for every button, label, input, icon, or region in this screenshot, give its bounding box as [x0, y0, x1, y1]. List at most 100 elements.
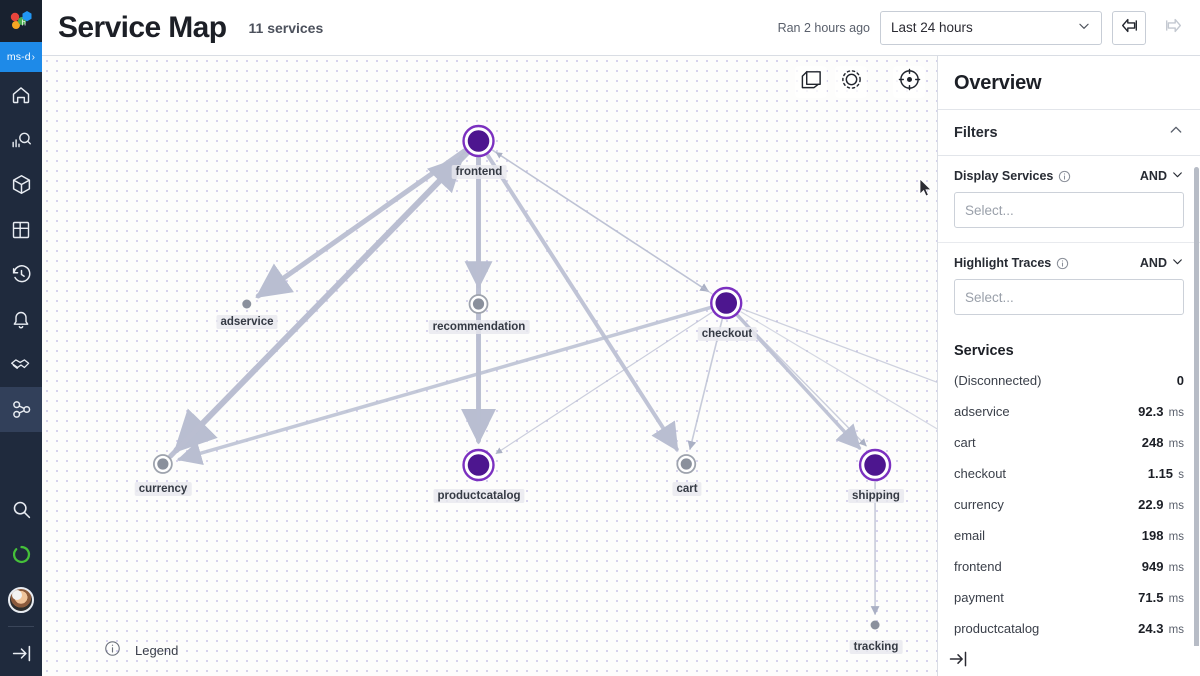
filters-section-toggle[interactable]: Filters [938, 109, 1200, 156]
graph-node-tracking[interactable] [870, 620, 880, 630]
graph-edge[interactable] [255, 148, 468, 299]
service-latency: 198 ms [1141, 528, 1184, 543]
graph-edge[interactable] [168, 156, 464, 459]
service-name: adservice [954, 404, 1010, 419]
clock-history-icon [11, 264, 32, 285]
legend-toggle[interactable]: Legend [104, 640, 178, 660]
info-circle-icon[interactable] [1056, 257, 1069, 270]
sidebar-item-status[interactable] [0, 532, 42, 577]
graph-nodes[interactable] [152, 124, 892, 630]
history-back-button[interactable] [1112, 10, 1146, 45]
rail-bottom-group [0, 487, 42, 676]
honeycomb-logo[interactable]: h [0, 0, 42, 42]
sidebar-item-service-map[interactable] [0, 387, 42, 432]
service-row[interactable]: adservice 92.3 ms [938, 396, 1200, 427]
graph-node-recommendation[interactable] [468, 294, 489, 314]
sidebar-item-datasets[interactable] [0, 162, 42, 207]
highlight-traces-input[interactable]: Select... [954, 279, 1184, 315]
service-name: checkout [954, 466, 1007, 481]
panel-scroll-region[interactable]: Filters Display Services [938, 109, 1200, 676]
graph-edge[interactable] [740, 311, 937, 430]
graph-edge[interactable] [485, 153, 679, 452]
fit-to-view-button[interactable] [795, 66, 827, 98]
display-services-input[interactable]: Select... [954, 192, 1184, 228]
display-services-operator[interactable]: AND [1140, 168, 1184, 184]
graph-node-frontend[interactable] [462, 124, 495, 158]
sidebar-item-slos[interactable] [0, 342, 42, 387]
service-latency: 24.3 ms [1138, 621, 1184, 636]
graph-node-label[interactable]: frontend [451, 165, 507, 179]
graph-edge[interactable] [176, 305, 712, 466]
graph-svg[interactable] [42, 56, 937, 676]
sidebar-item-query[interactable] [0, 117, 42, 162]
service-latency: 22.9 ms [1138, 497, 1184, 512]
graph-node-label[interactable]: cart [672, 482, 702, 496]
service-latency: 248 ms [1141, 435, 1184, 450]
graph-node-currency[interactable] [152, 454, 173, 474]
highlight-traces-operator[interactable]: AND [1140, 255, 1184, 271]
sidebar-item-account[interactable] [0, 577, 42, 622]
service-row[interactable]: (Disconnected)0 [938, 365, 1200, 396]
history-forward-icon [1164, 17, 1183, 39]
sidebar-item-home[interactable] [0, 72, 42, 117]
graph-node-label[interactable]: checkout [697, 327, 757, 341]
service-latency: 1.15 s [1147, 466, 1184, 481]
cube-icon [11, 174, 32, 195]
graph-node-shipping[interactable] [858, 448, 892, 482]
collapse-panel-button[interactable] [948, 649, 968, 674]
graph-node-label[interactable]: recommendation [428, 320, 530, 334]
graph-node-label[interactable]: tracking [849, 640, 903, 654]
graph-node-label[interactable]: currency [134, 482, 192, 496]
sidebar-item-triggers[interactable] [0, 297, 42, 342]
panel-scrollbar[interactable] [1194, 167, 1199, 676]
relayout-button[interactable] [835, 66, 867, 98]
sidebar-item-boards[interactable] [0, 207, 42, 252]
handshake-icon [10, 356, 32, 374]
service-row[interactable]: checkout 1.15 s [938, 458, 1200, 489]
info-circle-icon[interactable] [1058, 170, 1071, 183]
chevron-down-icon [1171, 168, 1184, 184]
header-controls: Ran 2 hours ago Last 24 hours [778, 10, 1200, 45]
graph-node-checkout[interactable] [710, 286, 743, 320]
sidebar-item-history[interactable] [0, 252, 42, 297]
collapse-rail-button[interactable] [0, 631, 42, 676]
time-range-select[interactable]: Last 24 hours [880, 10, 1102, 45]
graph-node-cart[interactable] [676, 454, 697, 474]
graph-edge[interactable] [741, 308, 937, 383]
history-back-icon [1120, 17, 1139, 39]
magnifier-icon [11, 499, 32, 520]
green-ring-icon [11, 544, 32, 565]
filter-label-row: Display Services AND [954, 168, 1184, 184]
service-name: (Disconnected) [954, 373, 1042, 388]
graph-node-label[interactable]: shipping [848, 489, 904, 503]
service-latency: 92.3 ms [1138, 404, 1184, 419]
graph-edge[interactable] [687, 318, 723, 450]
operator-value: AND [1139, 169, 1167, 183]
graph-edge[interactable] [495, 151, 713, 295]
graph-edge[interactable] [737, 314, 867, 447]
graph-edge[interactable] [495, 311, 713, 455]
history-forward-button[interactable] [1156, 10, 1190, 45]
collapse-right-icon [11, 643, 32, 664]
service-map-canvas[interactable]: frontend adservice recommendation checkout c… [42, 56, 937, 676]
graph-node-label[interactable]: productcatalog [433, 489, 525, 503]
recenter-button[interactable] [893, 66, 925, 98]
sidebar-item-search[interactable] [0, 487, 42, 532]
graph-node-label[interactable]: adservice [216, 315, 278, 329]
graph-node-productcatalog[interactable] [462, 448, 495, 482]
workspace-switcher[interactable]: ms-d › [0, 42, 42, 72]
home-icon [11, 85, 31, 105]
filters-heading: Filters [954, 124, 998, 141]
graph-node-adservice[interactable] [242, 299, 252, 309]
service-latency: 71.5 ms [1138, 590, 1184, 605]
bell-icon [11, 310, 31, 330]
graph-edge[interactable] [735, 313, 862, 450]
